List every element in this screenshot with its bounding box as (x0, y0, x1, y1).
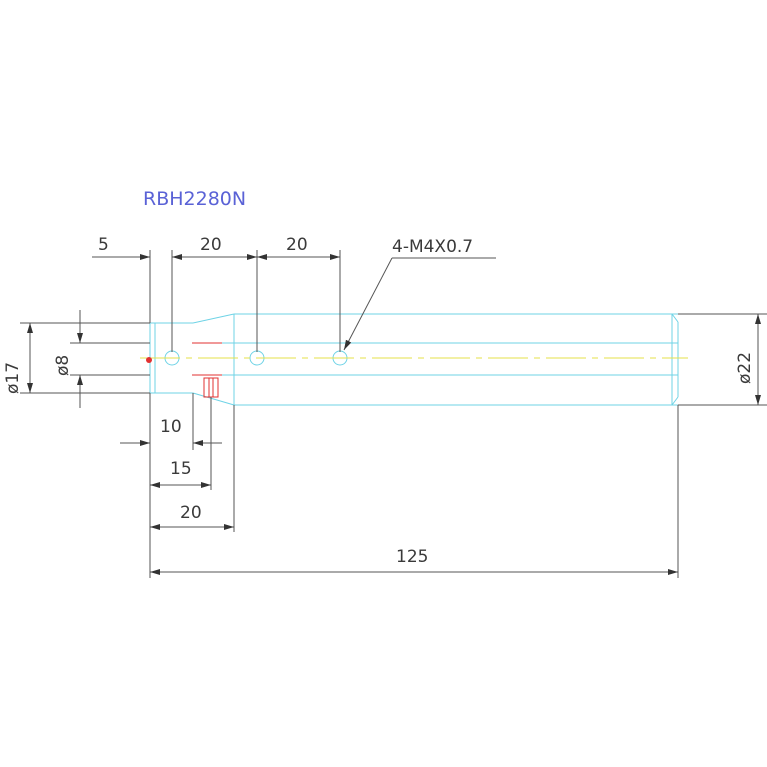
dim-top-5: 5 (98, 235, 109, 255)
bottom-dimensions: 10 15 20 125 (120, 393, 679, 578)
dim-bottom-20: 20 (180, 503, 202, 523)
thread-callout: 4-M4X0.7 (343, 237, 496, 351)
dim-overall-125: 125 (396, 547, 428, 567)
dim-dia-8: ø8 (53, 355, 73, 376)
part-number-label: RBH2280N (143, 188, 246, 210)
left-diameter-dimensions: ø17 ø8 (3, 310, 150, 408)
part-outline (149, 313, 679, 406)
dim-top-20a: 20 (200, 235, 222, 255)
top-dimensions: 5 20 20 (92, 235, 341, 352)
dim-top-20b: 20 (286, 235, 308, 255)
dim-bottom-15: 15 (170, 459, 192, 479)
right-diameter-dimension: ø22 (678, 313, 767, 406)
dim-bottom-10: 10 (160, 417, 182, 437)
callout-label: 4-M4X0.7 (392, 237, 473, 257)
dim-dia-17: ø17 (3, 362, 23, 394)
reference-point (146, 357, 152, 363)
dim-dia-22: ø22 (735, 352, 755, 384)
slot (203, 377, 219, 398)
